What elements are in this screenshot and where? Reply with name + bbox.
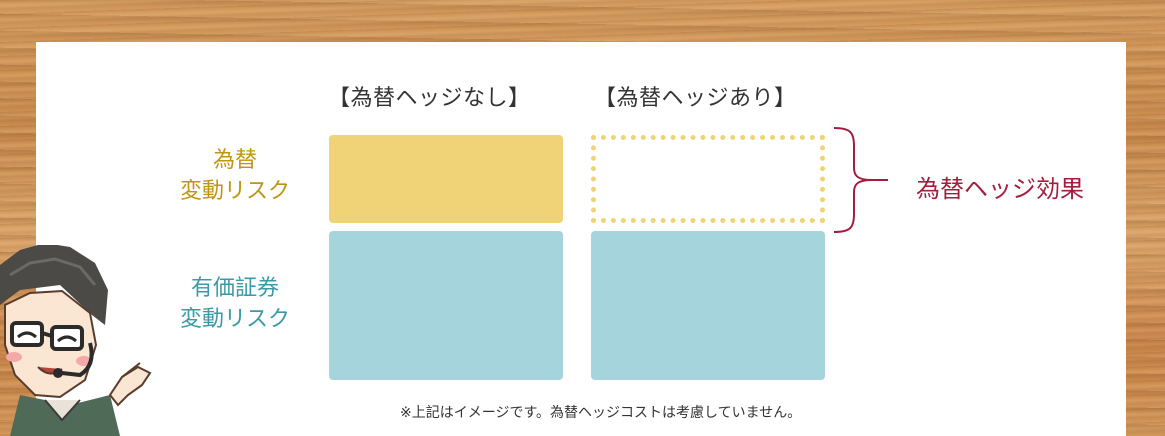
whiteboard bbox=[36, 42, 1126, 436]
row-label-fx-line1: 為替 bbox=[212, 148, 257, 173]
securities-risk-block-with-hedge bbox=[591, 231, 825, 380]
fx-risk-block-no-hedge bbox=[329, 135, 563, 223]
row-label-fx-risk: 為替 変動リスク bbox=[170, 145, 300, 207]
row-label-fx-line2: 変動リスク bbox=[179, 179, 290, 204]
curly-brace-icon bbox=[833, 127, 888, 233]
row-label-sec-line2: 変動リスク bbox=[179, 307, 290, 332]
column-title-with-hedge: 【為替ヘッジあり】 bbox=[594, 86, 797, 111]
row-label-sec-line1: 有価証券 bbox=[190, 276, 279, 301]
column-title-no-hedge: 【為替ヘッジなし】 bbox=[328, 86, 531, 111]
presenter-illustration bbox=[0, 245, 152, 436]
fx-risk-block-hedged-dashed bbox=[591, 135, 825, 223]
securities-risk-block-no-hedge bbox=[329, 231, 563, 380]
row-label-securities-risk: 有価証券 変動リスク bbox=[170, 273, 300, 335]
footnote: ※上記はイメージです。為替ヘッジコストは考慮していません。 bbox=[400, 405, 802, 421]
hedge-effect-label: 為替ヘッジ効果 bbox=[916, 175, 1084, 203]
